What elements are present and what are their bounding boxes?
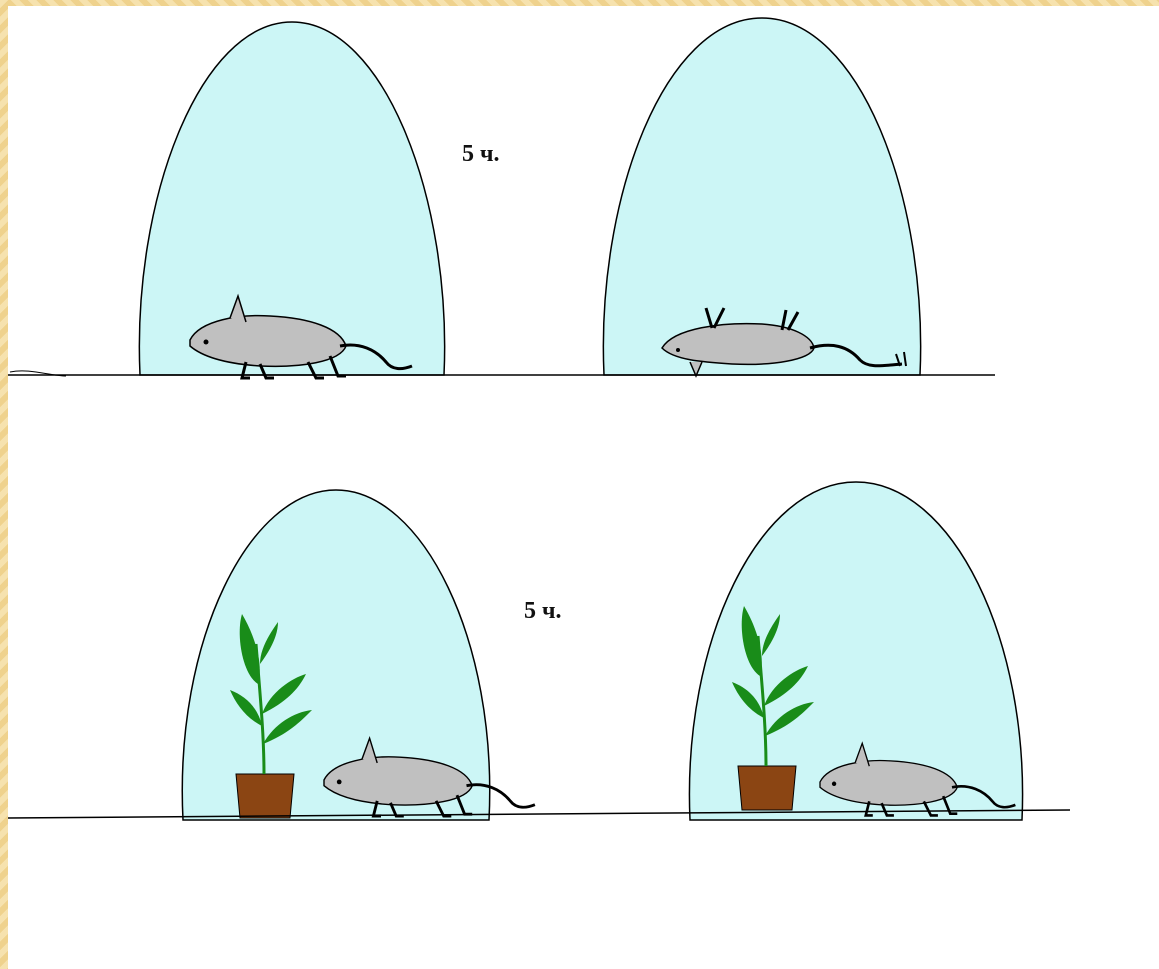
duration-label-1: 5 ч. bbox=[462, 141, 500, 167]
bell-jar-right bbox=[603, 18, 920, 375]
experiment-1: 5 ч. bbox=[8, 18, 995, 378]
duration-label-2: 5 ч. bbox=[524, 598, 562, 624]
experiment-2: 5 ч. bbox=[8, 482, 1070, 820]
